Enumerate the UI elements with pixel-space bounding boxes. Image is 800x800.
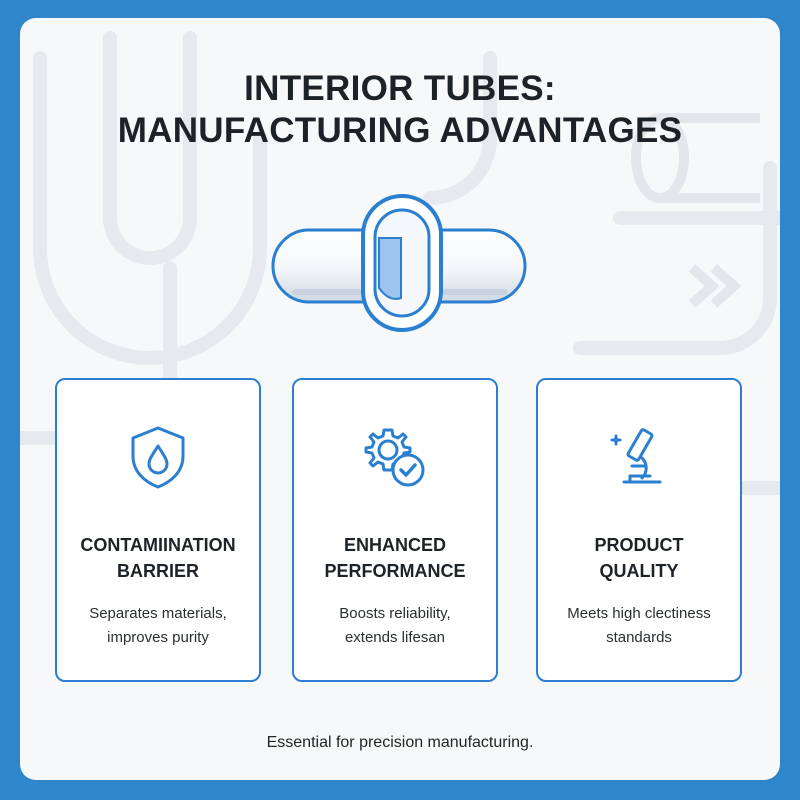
microscope-icon	[610, 428, 662, 484]
page-title: INTERIOR TUBES: MANUFACTURING ADVANTAGES	[20, 68, 780, 152]
card-title: PRODUCT QUALITY	[538, 532, 740, 584]
card-desc-line-1: Separates materials,	[89, 605, 227, 622]
card-title: CONTAMIINATION BARRIER	[57, 532, 259, 584]
card-contamination-barrier: CONTAMIINATION BARRIER Separates materia…	[55, 378, 261, 682]
card-title-line-2: QUALITY	[599, 561, 679, 581]
card-product-quality: PRODUCT QUALITY Meets high clectiness st…	[536, 378, 742, 682]
card-title-line-2: BARRIER	[116, 561, 199, 581]
card-title-line-2: PERFORMANCE	[324, 561, 466, 581]
title-line-2: MANUFACTURING ADVANTAGES	[117, 111, 683, 150]
gear-check-icon	[364, 428, 425, 487]
card-description: Separates materials, improves purity	[57, 602, 259, 650]
card-desc-line-2: extends lifesan	[344, 629, 446, 646]
shield-droplet-icon	[131, 426, 185, 489]
card-title-line-1: CONTAMIINATION	[80, 535, 236, 555]
footer-tagline: Essential for precision manufacturing.	[266, 734, 534, 751]
interior-tube-illustration	[271, 194, 527, 332]
card-desc-line-1: Boosts reliability,	[339, 605, 451, 622]
title-line-1: INTERIOR TUBES:	[244, 69, 556, 108]
card-desc-line-1: Meets high clectiness	[567, 605, 711, 622]
card-title: ENHANCED PERFORMANCE	[294, 532, 496, 584]
card-title-line-1: ENHANCED	[343, 535, 446, 555]
card-enhanced-performance: ENHANCED PERFORMANCE Boosts reliability,…	[292, 378, 498, 682]
infographic-panel: INTERIOR TUBES: MANUFACTURING ADVANTAGES…	[20, 18, 780, 780]
card-title-line-1: PRODUCT	[594, 535, 684, 555]
card-desc-line-2: improves purity	[107, 629, 209, 646]
card-description: Meets high clectiness standards	[538, 602, 740, 650]
card-description: Boosts reliability, extends lifesan	[294, 602, 496, 650]
card-desc-line-2: standards	[606, 629, 672, 646]
